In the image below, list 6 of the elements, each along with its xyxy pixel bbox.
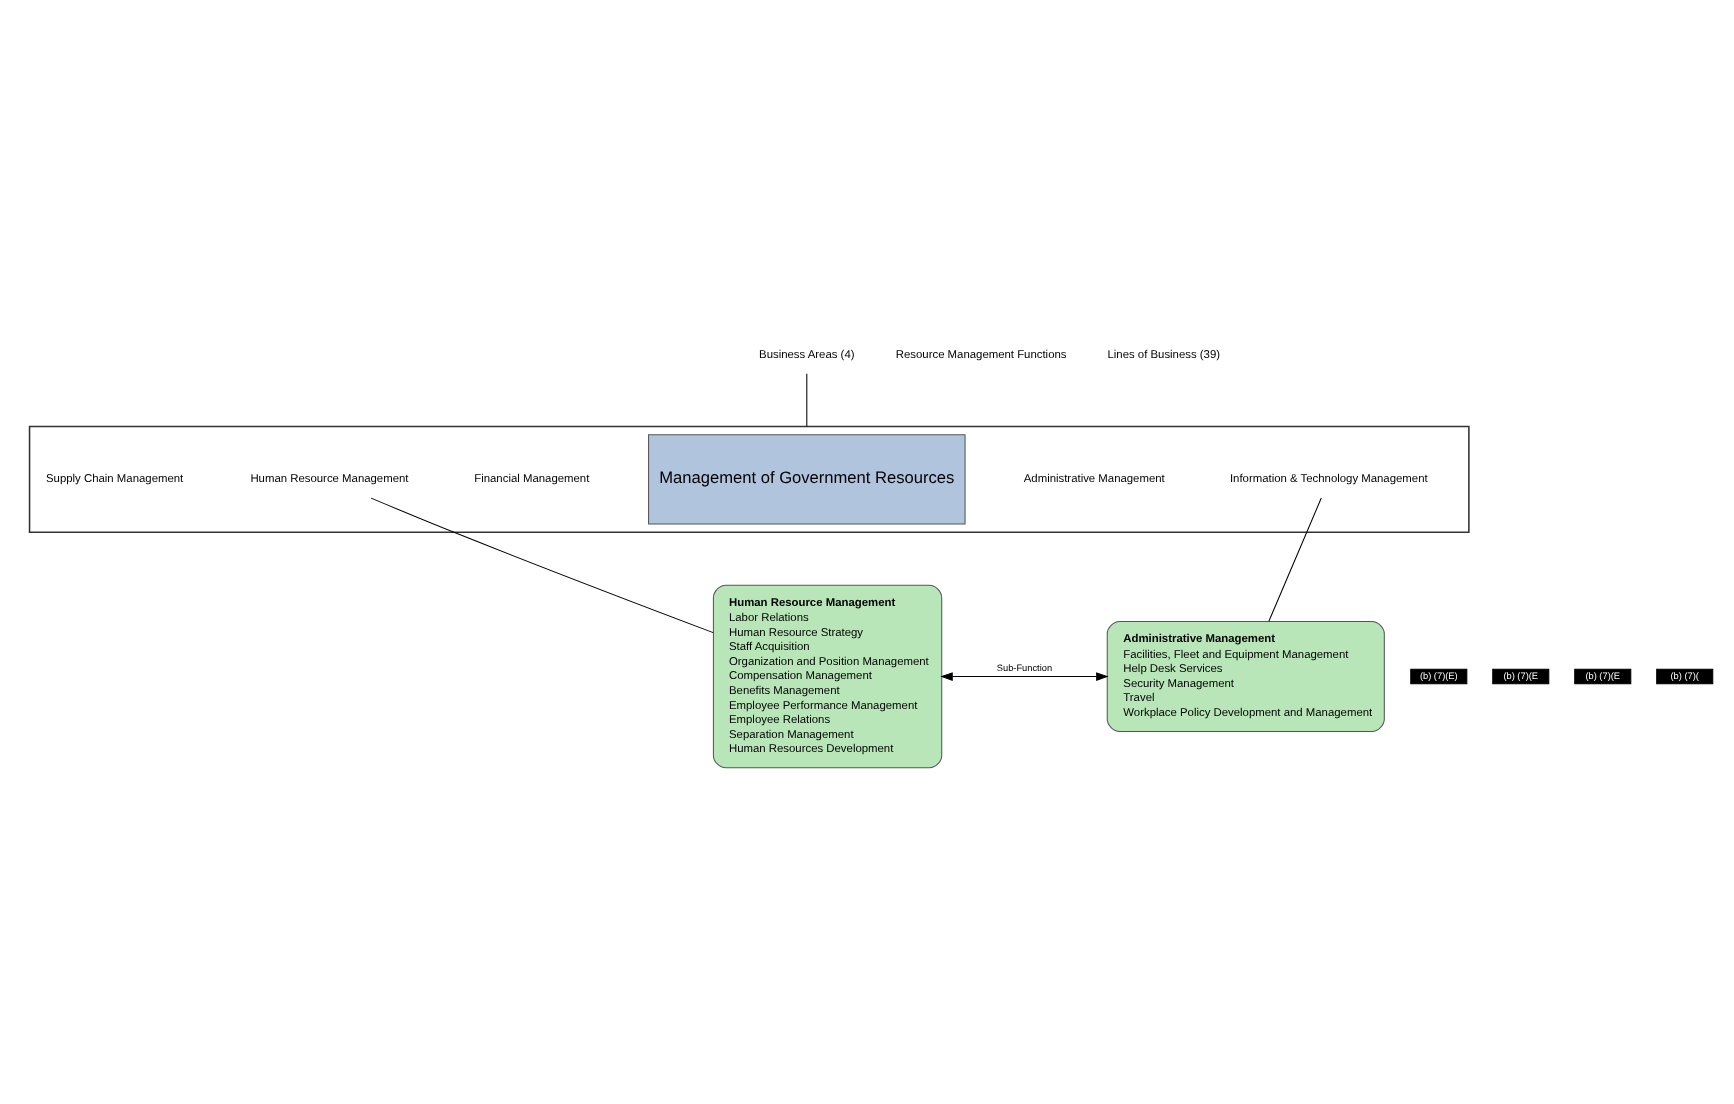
node-box: Management of Government Resources <box>648 434 966 525</box>
connector <box>806 373 808 427</box>
connector <box>1268 497 1322 622</box>
cluster <box>28 425 1470 534</box>
connector <box>370 497 714 634</box>
arrow <box>940 672 1109 681</box>
